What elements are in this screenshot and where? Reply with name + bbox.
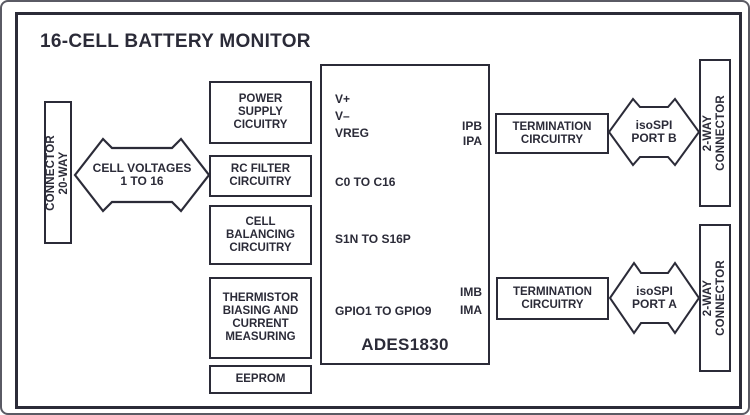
diagram-frame (15, 12, 742, 409)
cell-balancing-circuitry-label: CELL BALANCING CIRCUITRY (226, 215, 295, 254)
isospi-port-a-label: isoSPI PORT A (632, 284, 677, 311)
connector-20-way-label: CONNECTOR 20-WAY (45, 134, 71, 211)
cell-voltages-label: CELL VOLTAGES 1 TO 16 (92, 161, 192, 188)
eeprom-box: EEPROM (209, 365, 312, 394)
two-way-connector-a-label: 2-WAY CONNECTOR (702, 260, 728, 336)
termination-circuitry-a-box: TERMINATION CIRCUITRY (496, 277, 609, 320)
ades1830-chip-box: V+ V– VREG C0 TO C16 S1N TO S16P GPIO1 T… (320, 64, 490, 365)
pin-ipb: IPB (461, 119, 482, 133)
termination-circuitry-b-box: TERMINATION CIRCUITRY (495, 113, 609, 154)
thermistor-biasing-label: THERMISTOR BIASING AND CURRENT MEASURING (222, 292, 299, 343)
power-supply-circuitry-label: POWER SUPPLY CICUITRY (233, 93, 288, 131)
thermistor-biasing-box: THERMISTOR BIASING AND CURRENT MEASURING (209, 277, 312, 359)
pin-vreg: VREG (335, 126, 370, 140)
power-supply-circuitry-box: POWER SUPPLY CICUITRY (209, 81, 312, 144)
rc-filter-circuitry-label: RC FILTER CIRCUITRY (229, 163, 292, 188)
two-way-connector-b-label: 2-WAY CONNECTOR (702, 95, 728, 171)
cell-balancing-circuitry-box: CELL BALANCING CIRCUITRY (209, 205, 312, 265)
pin-gpio: GPIO1 TO GPIO9 (335, 304, 432, 318)
termination-circuitry-b-label: TERMINATION CIRCUITRY (512, 120, 592, 146)
two-way-connector-a-box: 2-WAY CONNECTOR (699, 224, 731, 372)
pin-vplus: V+ (335, 92, 351, 106)
termination-circuitry-a-label: TERMINATION CIRCUITRY (512, 285, 592, 311)
pin-ima: IMA (460, 303, 482, 317)
pin-c0-c16: C0 TO C16 (335, 175, 396, 189)
rc-filter-circuitry-box: RC FILTER CIRCUITRY (209, 155, 312, 197)
pin-s1n-s16p: S1N TO S16P (335, 232, 411, 246)
connector-20-way-box: CONNECTOR 20-WAY (44, 101, 72, 244)
chip-name: ADES1830 (361, 335, 449, 354)
eeprom-label: EEPROM (235, 373, 286, 385)
isospi-port-b-label: isoSPI PORT B (631, 118, 677, 145)
diagram-title: 16-CELL BATTERY MONITOR (40, 31, 311, 52)
pin-ipa: IPA (462, 134, 482, 148)
two-way-connector-b-box: 2-WAY CONNECTOR (699, 59, 731, 207)
pin-imb: IMB (460, 285, 482, 299)
pin-vminus: V– (335, 109, 350, 123)
